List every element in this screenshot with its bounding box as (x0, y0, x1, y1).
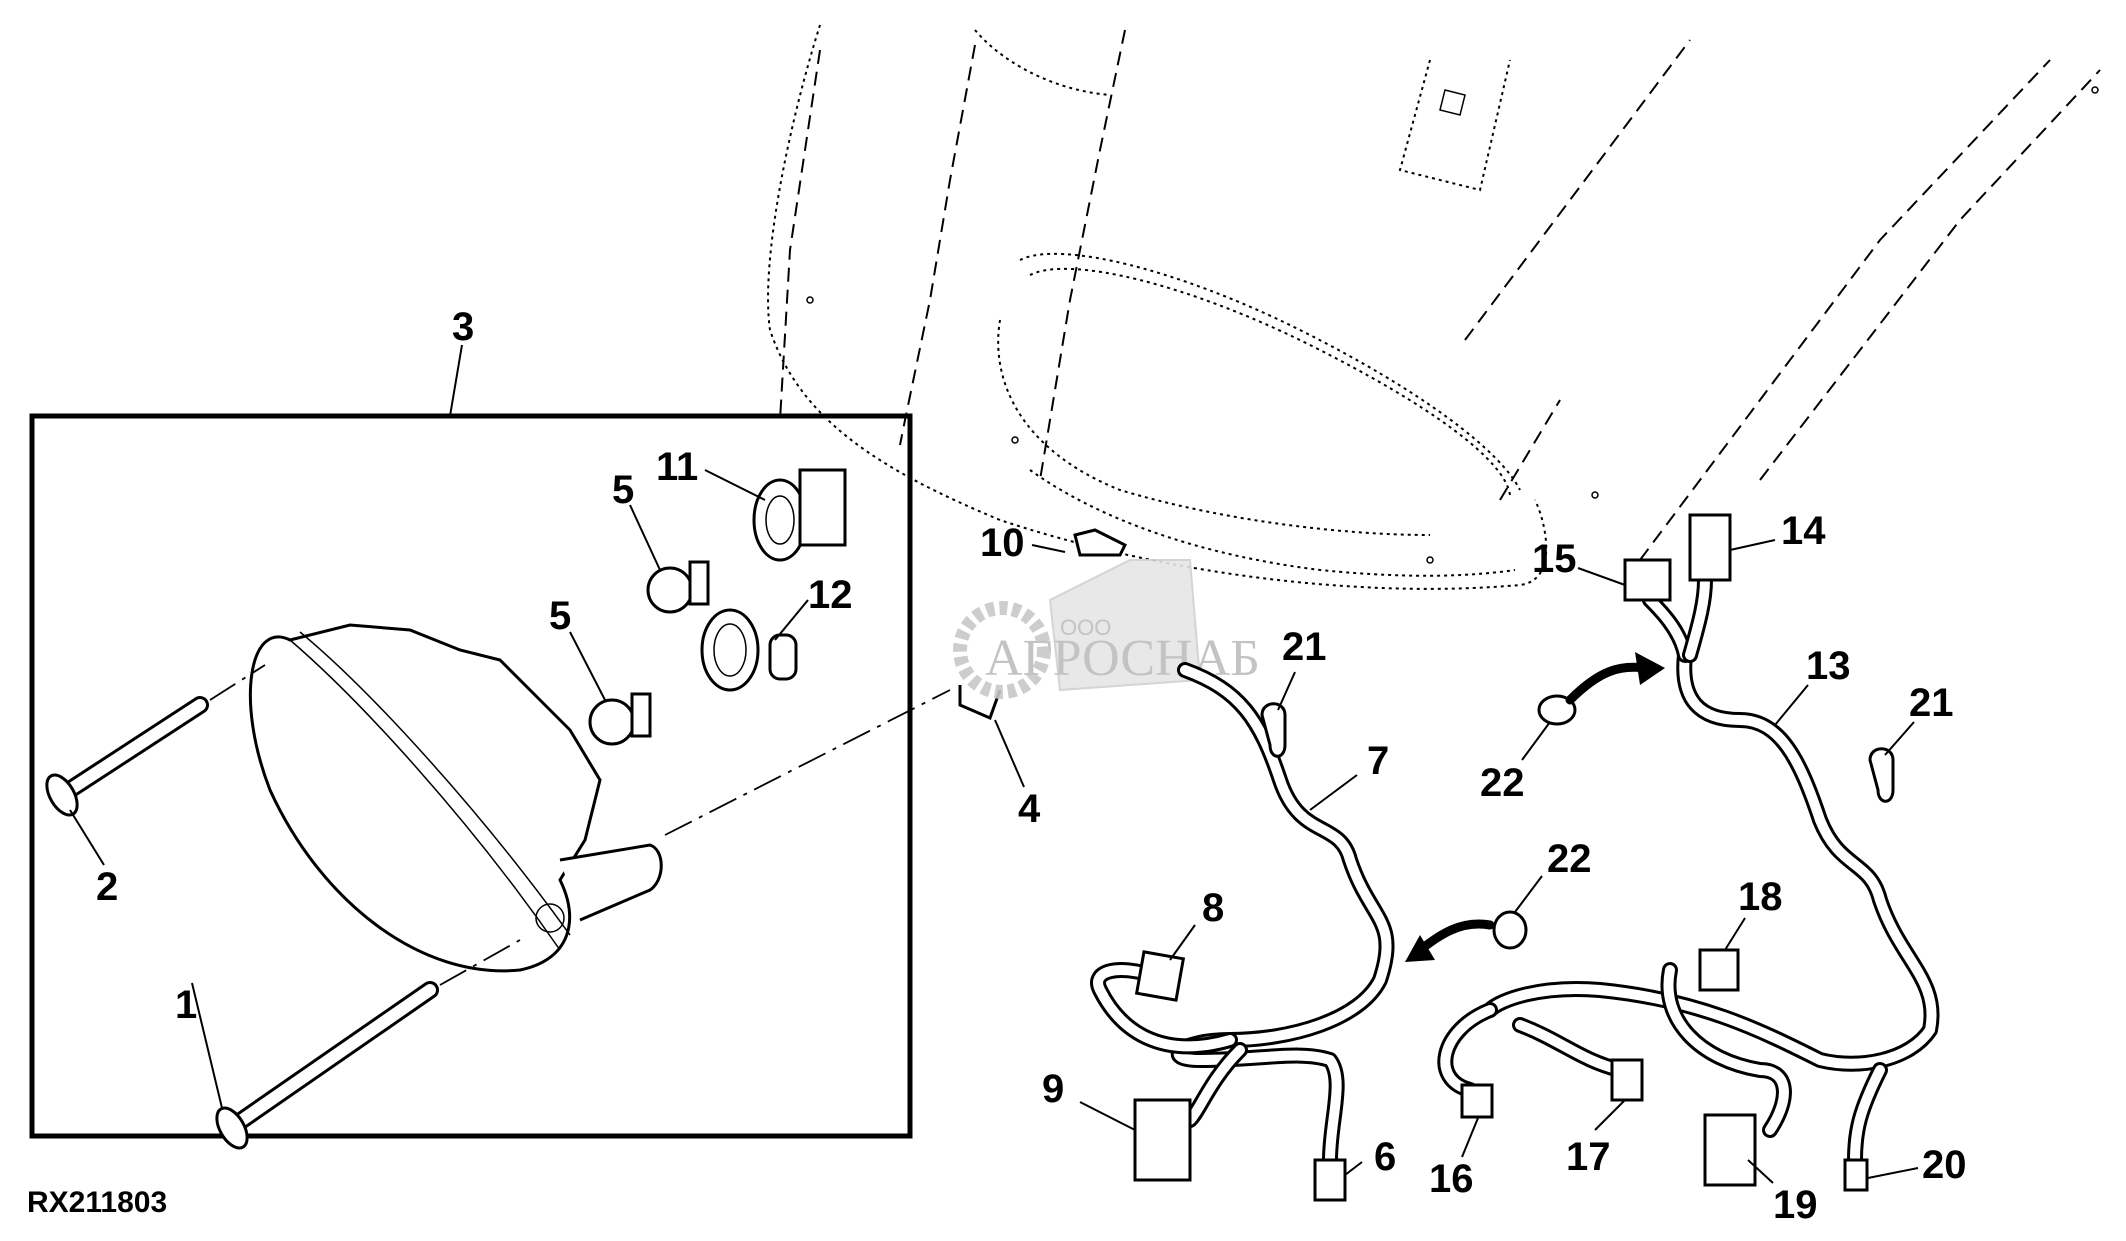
short-bolt (45, 696, 209, 817)
callout-8: 8 (1202, 886, 1224, 930)
callout-labels: 1 2 3 4 5 5 6 7 8 9 10 11 12 13 14 15 16… (96, 305, 1967, 1227)
callout-12: 12 (808, 573, 853, 617)
diagram-code: RX211803 (27, 1186, 167, 1219)
connector-block-9 (1133, 1098, 1192, 1182)
callout-20: 20 (1922, 1143, 1967, 1187)
arrow-clip-lower (1405, 919, 1495, 962)
callout-10: 10 (980, 521, 1025, 565)
callout-16: 16 (1429, 1157, 1474, 1201)
connector-block-19 (1703, 1113, 1757, 1187)
callout-3: 3 (452, 305, 474, 349)
callout-13: 13 (1806, 644, 1851, 688)
bolt-centerline-1 (439, 939, 521, 986)
hood-phantom-outline (767, 24, 2101, 590)
clip-22-upper (1537, 694, 1577, 726)
callout-14: 14 (1781, 509, 1826, 553)
callout-7: 7 (1367, 739, 1389, 783)
bolt-centerline-2 (209, 664, 266, 701)
watermark-logo: ООО АГРОСНАБ (953, 559, 1260, 699)
lamp-assembly-frame (29, 413, 913, 1139)
socket-connector-6 (1313, 1158, 1347, 1202)
bracket (958, 685, 1002, 721)
clip-22-lower (1492, 910, 1528, 950)
bulb-socket-11 (752, 468, 847, 562)
connector-14 (1688, 513, 1732, 582)
callout-5-upper: 5 (612, 468, 634, 512)
connector-17 (1610, 1058, 1644, 1102)
callout-9: 9 (1042, 1067, 1064, 1111)
callout-22-lower: 22 (1547, 837, 1592, 881)
callout-11: 11 (656, 445, 698, 489)
callout-17: 17 (1566, 1135, 1611, 1179)
callout-1: 1 (175, 983, 197, 1027)
bulb-upper (646, 560, 710, 614)
bulb-lower (588, 692, 652, 746)
connector-16 (1460, 1083, 1494, 1119)
connector-15 (1623, 558, 1672, 602)
connector-18 (1698, 948, 1740, 992)
harness-7 (1090, 662, 1395, 1168)
fog-lamp (248, 623, 663, 973)
socket-connector-20 (1843, 1158, 1869, 1192)
lamp-bracket-centerline (664, 689, 951, 836)
watermark-prefix: ООО (1060, 615, 1111, 640)
callout-2: 2 (96, 865, 118, 909)
clamp-21-right (1868, 747, 1895, 803)
arrow-clip-upper (1565, 652, 1665, 705)
connector-8 (1134, 950, 1186, 1002)
bulb-socket-12 (700, 608, 798, 692)
leader-lines (69, 344, 1919, 1184)
callout-22-upper: 22 (1480, 761, 1525, 805)
harness-13 (1437, 572, 1940, 1168)
long-bolt (215, 981, 439, 1150)
callout-5-lower: 5 (549, 594, 571, 638)
clip-10 (1073, 528, 1128, 557)
callout-4: 4 (1018, 787, 1041, 831)
callout-21-left: 21 (1282, 625, 1327, 669)
callout-15: 15 (1532, 537, 1577, 581)
callout-6: 6 (1374, 1135, 1396, 1179)
callout-18: 18 (1738, 875, 1783, 919)
clamp-21-left (1260, 702, 1287, 758)
callout-19: 19 (1773, 1183, 1818, 1227)
callout-21-right: 21 (1909, 681, 1954, 725)
